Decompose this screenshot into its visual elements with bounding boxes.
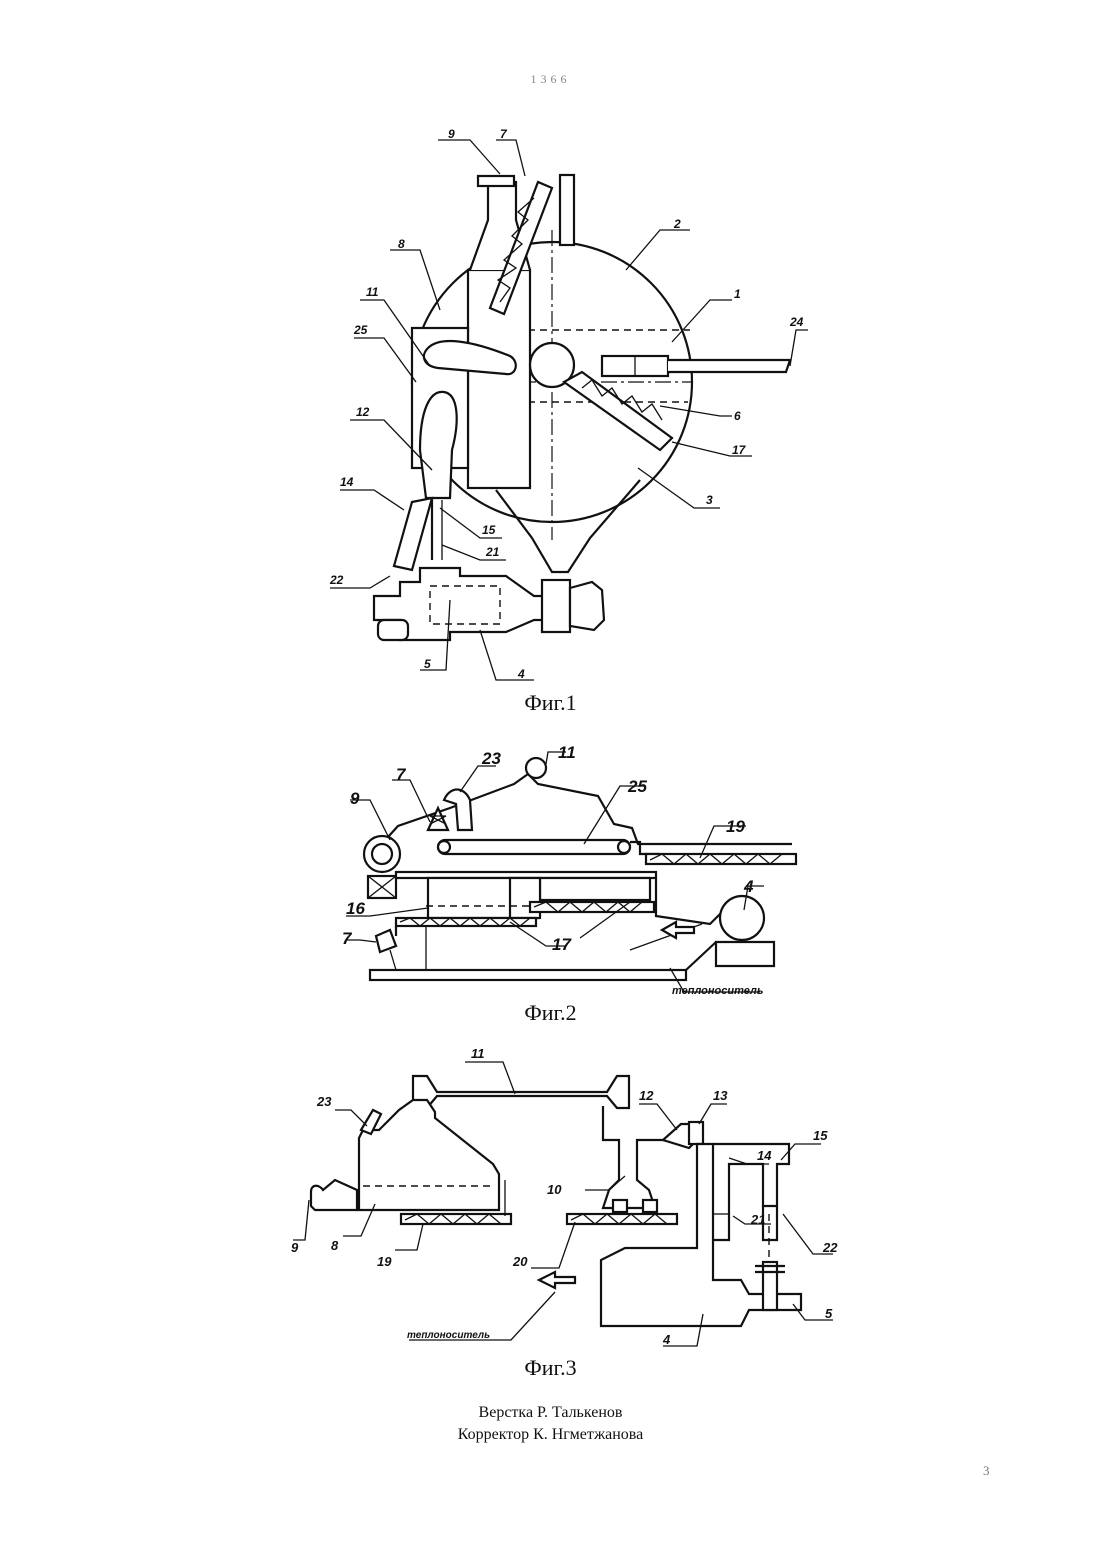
fig2-label: 16 [346, 899, 365, 918]
fig3-annotation: теплоноситель [407, 1330, 490, 1341]
fig1-label: 15 [482, 523, 496, 537]
fig2-annotation: теплоноситель [672, 985, 763, 997]
fig1-label: 2 [673, 217, 681, 231]
fig3-label: 10 [547, 1182, 562, 1197]
fig2-label: 11 [558, 743, 576, 762]
fig1-label: 17 [732, 443, 747, 457]
fig1-label: 24 [789, 315, 804, 329]
fig1-label: 21 [485, 545, 500, 559]
fig1-label: 6 [734, 409, 741, 423]
fig3-label: 14 [757, 1148, 772, 1163]
figure-1: 9 7 2 8 1 24 11 25 6 17 12 14 15 21 22 3… [320, 120, 820, 690]
fig3-label: 12 [639, 1088, 654, 1103]
fig2-label: 23 [481, 749, 501, 768]
fig1-label: 22 [329, 573, 344, 587]
fig2-label: 9 [350, 789, 360, 808]
fig1-label: 3 [706, 493, 713, 507]
page-header: 1366 [0, 72, 1101, 87]
fig1-label: 7 [500, 127, 508, 141]
fig1-label: 4 [517, 667, 525, 681]
figure-2: 9 7 23 11 25 19 4 16 17 7 теплоноситель [330, 740, 800, 1000]
figure-3-drawing: 11 23 12 13 15 14 10 9 8 21 22 19 20 5 4… [285, 1040, 845, 1355]
fig1-label: 25 [353, 323, 368, 337]
fig1-label: 1 [734, 287, 741, 301]
figure-3: 11 23 12 13 15 14 10 9 8 21 22 19 20 5 4… [285, 1040, 845, 1355]
fig1-label: 8 [398, 237, 405, 251]
fig3-label: 13 [713, 1088, 728, 1103]
fig2-label: 17 [552, 935, 572, 954]
fig2-label: 7 [342, 929, 353, 948]
figure-1-caption: Фиг.1 [0, 690, 1101, 716]
fig1-label: 9 [448, 127, 455, 141]
layout-credit: Верстка Р. Талькенов [0, 1402, 1101, 1424]
fig3-label: 22 [822, 1240, 838, 1255]
fig2-label: 7 [396, 765, 407, 784]
fig3-label: 23 [316, 1094, 332, 1109]
fig3-label: 9 [291, 1240, 299, 1255]
proofreader-credit: Корректор К. Нгметжанова [0, 1424, 1101, 1446]
fig1-label: 14 [340, 475, 354, 489]
fig2-label: 4 [743, 877, 754, 896]
fig3-label: 11 [471, 1046, 485, 1061]
credits: Верстка Р. Талькенов Корректор К. Нгметж… [0, 1402, 1101, 1446]
fig3-label: 19 [377, 1254, 392, 1269]
fig3-label: 20 [512, 1254, 528, 1269]
figure-1-drawing: 9 7 2 8 1 24 11 25 6 17 12 14 15 21 22 3… [320, 120, 820, 690]
fig3-label: 5 [825, 1306, 833, 1321]
fig3-label: 8 [331, 1238, 339, 1253]
fig1-label: 11 [366, 285, 379, 299]
fig3-label: 15 [813, 1128, 828, 1143]
figure-2-caption: Фиг.2 [0, 1000, 1101, 1026]
page-number: 3 [983, 1463, 990, 1479]
fig1-label: 12 [356, 405, 370, 419]
figure-2-drawing: 9 7 23 11 25 19 4 16 17 7 теплоноситель [330, 740, 800, 1000]
fig2-label: 19 [726, 817, 745, 836]
fig3-label: 21 [750, 1212, 765, 1227]
figure-3-caption: Фиг.3 [0, 1355, 1101, 1381]
fig2-label: 25 [627, 777, 647, 796]
fig3-label: 4 [662, 1332, 671, 1347]
fig1-label: 5 [424, 657, 431, 671]
